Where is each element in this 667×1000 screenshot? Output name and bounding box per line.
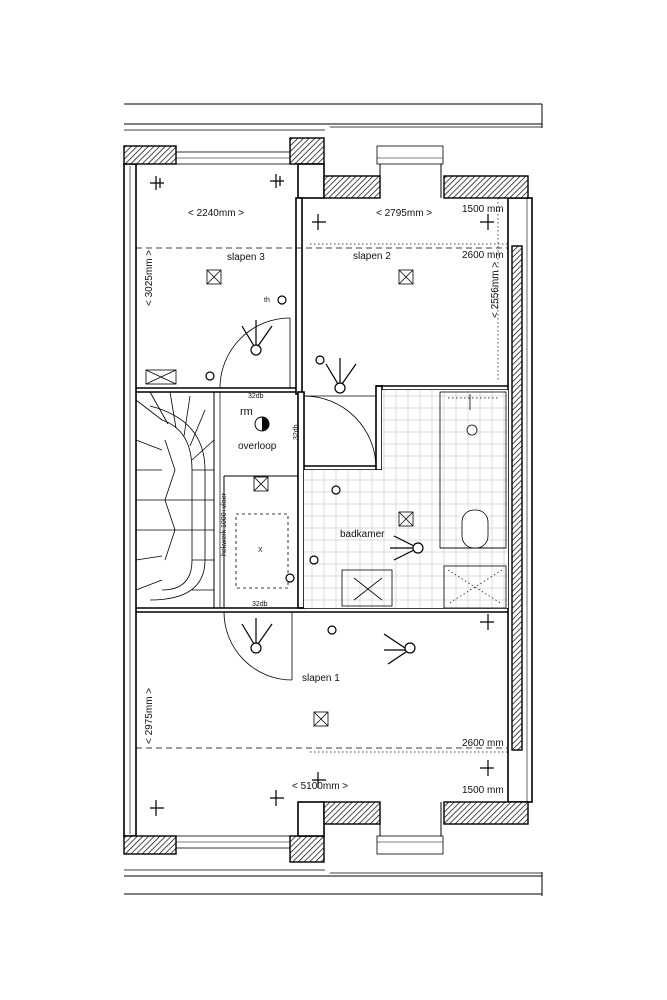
dim-slapen3-width: < 2240mm >: [188, 208, 244, 219]
bathroom-tiles: [304, 390, 508, 609]
ceiling-points: [145, 269, 414, 727]
db-label-1: 32db: [248, 393, 264, 400]
thermostat-label: th: [264, 297, 270, 304]
db-label-2: 32db: [293, 424, 300, 440]
dim-slapen1-1500: 1500 mm: [462, 785, 504, 796]
room-label-badkamer: badkamer: [340, 529, 385, 540]
db-label-3: 32db: [252, 601, 268, 608]
dim-slapen1-depth: < 2975mm >: [144, 688, 155, 744]
outer-walls: [123, 137, 533, 863]
outlet-symbols: [205, 295, 424, 665]
roof-edge-top: [124, 103, 543, 131]
dim-slapen3-depth: < 3025mm >: [144, 250, 155, 306]
room-label-overloop: overloop: [238, 441, 277, 452]
room-label-slapen3: slapen 3: [227, 252, 265, 263]
x-marker: X: [258, 547, 263, 554]
dim-slapen2-depth: < 2556mm >: [490, 262, 501, 318]
dim-slapen2-2600: 2600 mm: [462, 250, 504, 261]
room-label-slapen2: slapen 2: [353, 251, 391, 262]
roof-edge-bottom: [124, 869, 543, 896]
dim-slapen1-width: < 5100mm >: [292, 781, 348, 792]
smoke-detector-fill-icon: [262, 417, 269, 431]
dim-slapen2-width: < 2795mm >: [376, 208, 432, 219]
room-label-slapen1: slapen 1: [302, 673, 340, 684]
staircase: [135, 391, 215, 609]
socket-marks: [150, 174, 494, 816]
smoke-detector-label: rm: [240, 406, 253, 418]
railing-label: hekwerk 1000+vloer: [221, 492, 228, 556]
doors: [219, 317, 377, 681]
dim-slapen2-1500: 1500 mm: [462, 204, 504, 215]
dim-slapen1-2600: 2600 mm: [462, 738, 504, 749]
slope-lines: [136, 198, 508, 753]
